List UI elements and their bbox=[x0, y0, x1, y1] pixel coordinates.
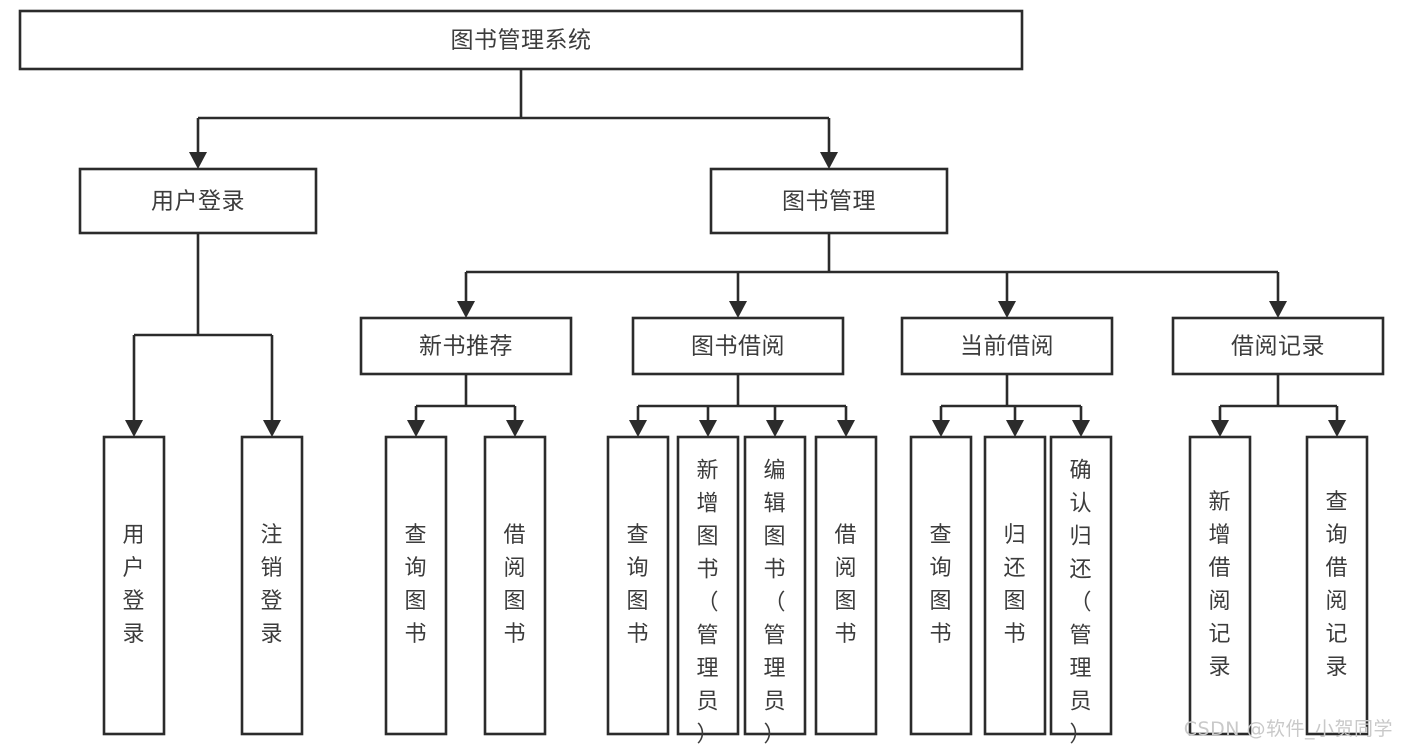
node-box-leaf-add-book bbox=[676, 435, 740, 736]
node-box-book-manage bbox=[709, 167, 949, 235]
edge-group-currentborrow_to_leaves bbox=[932, 374, 1090, 437]
edge-group-newbook_to_leaves bbox=[407, 374, 524, 437]
node-label-leaf-query-record: 查询借阅记录 bbox=[1325, 490, 1348, 680]
node-label-leaf-confirm-return: 确认归还（管理员） bbox=[1069, 459, 1092, 747]
node-label-borrow-record: 借阅记录 bbox=[1231, 334, 1325, 360]
node-leaf-query-book-1[interactable]: 查询图书 bbox=[384, 435, 448, 736]
node-book-borrow[interactable]: 图书借阅 bbox=[631, 316, 845, 376]
node-current-borrow[interactable]: 当前借阅 bbox=[900, 316, 1114, 376]
edge-group-bookborrow_to_leaves bbox=[629, 374, 855, 437]
node-leaf-add-record[interactable]: 新增借阅记录 bbox=[1188, 435, 1252, 736]
node-label-book-manage: 图书管理 bbox=[782, 189, 876, 215]
node-user-login[interactable]: 用户登录 bbox=[78, 167, 318, 235]
node-borrow-record[interactable]: 借阅记录 bbox=[1171, 316, 1385, 376]
node-box-borrow-record bbox=[1171, 316, 1385, 376]
node-label-leaf-edit-book: 编辑图书（管理员） bbox=[763, 459, 786, 747]
node-label-leaf-user-login: 用户登录 bbox=[122, 523, 145, 647]
node-leaf-query-book-3[interactable]: 查询图书 bbox=[909, 435, 973, 736]
node-box-leaf-query-record bbox=[1305, 435, 1369, 736]
node-box-leaf-query-book-2 bbox=[606, 435, 670, 736]
node-label-leaf-query-book-2: 查询图书 bbox=[626, 523, 649, 647]
edge-group-level2_to_level3 bbox=[457, 233, 1287, 318]
node-box-leaf-confirm-return bbox=[1049, 435, 1113, 736]
node-book-manage[interactable]: 图书管理 bbox=[709, 167, 949, 235]
node-label-leaf-query-book-3: 查询图书 bbox=[929, 523, 952, 647]
node-box-current-borrow bbox=[900, 316, 1114, 376]
node-leaf-borrow-book-1[interactable]: 借阅图书 bbox=[483, 435, 547, 736]
node-label-leaf-borrow-book-1: 借阅图书 bbox=[503, 523, 526, 647]
edge-group-userlogin_to_leaves bbox=[125, 233, 281, 437]
node-label-leaf-borrow-book-2: 借阅图书 bbox=[834, 523, 857, 647]
csdn-watermark: CSDN @软件_小贺同学 bbox=[1183, 718, 1393, 740]
node-box-leaf-edit-book bbox=[743, 435, 807, 736]
node-label-leaf-add-book: 新增图书（管理员） bbox=[696, 459, 719, 747]
node-leaf-edit-book[interactable]: 编辑图书（管理员） bbox=[743, 435, 807, 747]
node-box-leaf-return-book bbox=[983, 435, 1047, 736]
node-leaf-return-book[interactable]: 归还图书 bbox=[983, 435, 1047, 736]
node-label-current-borrow: 当前借阅 bbox=[960, 334, 1054, 360]
node-label-new-book-rec: 新书推荐 bbox=[419, 334, 513, 360]
node-box-leaf-borrow-book-2 bbox=[814, 435, 878, 736]
node-root[interactable]: 图书管理系统 bbox=[18, 9, 1024, 71]
connector-layer bbox=[125, 69, 1346, 437]
node-box-book-borrow bbox=[631, 316, 845, 376]
node-leaf-add-book[interactable]: 新增图书（管理员） bbox=[676, 435, 740, 747]
edge-group-borrowrecord_to_leaves bbox=[1211, 374, 1346, 437]
node-label-root: 图书管理系统 bbox=[451, 28, 592, 54]
node-leaf-user-logout[interactable]: 注销登录 bbox=[240, 435, 304, 736]
node-box-leaf-user-logout bbox=[240, 435, 304, 736]
node-label-leaf-add-record: 新增借阅记录 bbox=[1208, 490, 1231, 680]
node-box-user-login bbox=[78, 167, 318, 235]
node-box-root bbox=[18, 9, 1024, 71]
node-label-user-login: 用户登录 bbox=[151, 189, 245, 215]
node-box-leaf-borrow-book-1 bbox=[483, 435, 547, 736]
node-label-book-borrow: 图书借阅 bbox=[691, 334, 785, 360]
node-box-leaf-user-login bbox=[102, 435, 166, 736]
node-leaf-query-record[interactable]: 查询借阅记录 bbox=[1305, 435, 1369, 736]
node-label-leaf-return-book: 归还图书 bbox=[1003, 523, 1026, 647]
node-leaf-confirm-return[interactable]: 确认归还（管理员） bbox=[1049, 435, 1113, 747]
node-label-leaf-query-book-1: 查询图书 bbox=[404, 523, 427, 647]
node-leaf-query-book-2[interactable]: 查询图书 bbox=[606, 435, 670, 736]
node-leaf-user-login[interactable]: 用户登录 bbox=[102, 435, 166, 736]
node-box-leaf-add-record bbox=[1188, 435, 1252, 736]
node-label-leaf-user-logout: 注销登录 bbox=[260, 523, 283, 647]
node-layer: 图书管理系统用户登录图书管理新书推荐图书借阅当前借阅借阅记录用户登录注销登录查询… bbox=[18, 9, 1385, 747]
node-new-book-rec[interactable]: 新书推荐 bbox=[359, 316, 573, 376]
node-box-leaf-query-book-3 bbox=[909, 435, 973, 736]
node-box-leaf-query-book-1 bbox=[384, 435, 448, 736]
node-leaf-borrow-book-2[interactable]: 借阅图书 bbox=[814, 435, 878, 736]
node-box-new-book-rec bbox=[359, 316, 573, 376]
edge-group-root_to_level2 bbox=[189, 69, 838, 169]
